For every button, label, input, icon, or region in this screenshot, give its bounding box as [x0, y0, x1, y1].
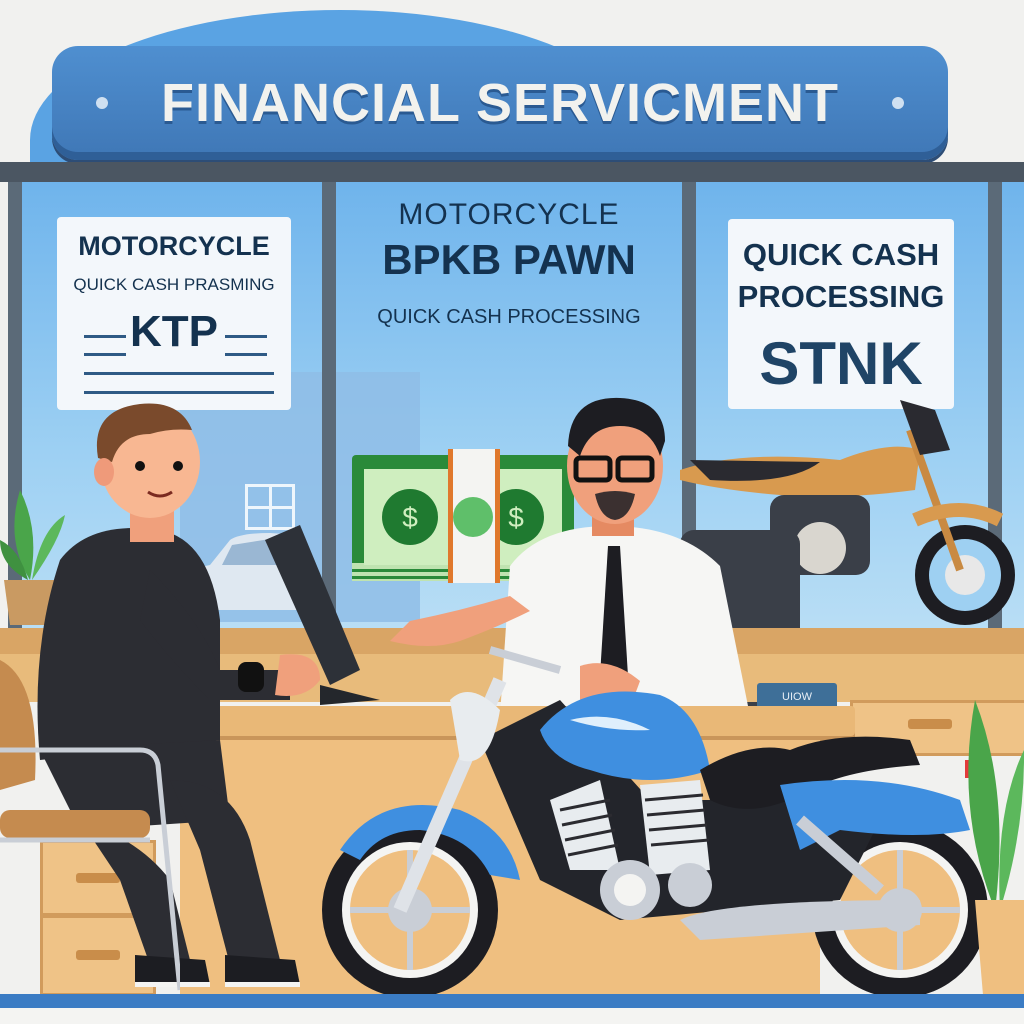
orange-motorcycle-icon	[680, 400, 1015, 625]
floor-edge	[0, 1008, 1024, 1024]
plant-icon	[968, 700, 1024, 995]
building-window	[245, 484, 295, 530]
sign-title: FINANCIAL SERVICMENT	[160, 73, 840, 133]
poster-stnk: QUICK CASH PROCESSING STNK	[728, 219, 954, 409]
poster-rule	[84, 353, 126, 356]
window-edge	[1002, 182, 1024, 632]
sign-bolt-right	[892, 97, 904, 109]
drawer-handle	[908, 719, 952, 729]
poster-stnk-line2: PROCESSING	[737, 279, 945, 314]
poster-ktp-line3: KTP	[130, 307, 218, 356]
store-sign: FINANCIAL SERVICMENT	[52, 46, 948, 160]
sign-bolt-left	[96, 97, 108, 109]
svg-text:$: $	[508, 502, 524, 533]
window-text-line2: BPKB PAWN	[382, 236, 636, 283]
poster-stnk-line3: STNK	[759, 330, 923, 397]
frame-post	[322, 182, 336, 632]
customer-chair	[0, 660, 180, 991]
poster-ktp-line2: QUICK CASH PRASMING	[73, 275, 275, 294]
storefront-beam	[0, 162, 1024, 182]
drawer-handle	[76, 873, 120, 883]
window-text-line1: MOTORCYCLE	[398, 198, 620, 231]
poster-ktp-line1: MOTORCYCLE	[78, 231, 270, 261]
drawer-handle	[76, 950, 120, 960]
poster-ktp: MOTORCYCLE QUICK CASH PRASMING KTP	[57, 217, 291, 410]
clerk-character	[390, 397, 750, 716]
poster-rule	[84, 372, 274, 375]
computer-monitor-icon	[265, 525, 380, 705]
frame-post	[682, 182, 696, 632]
customer-character	[37, 403, 320, 987]
poster-stnk-line1: QUICK CASH	[742, 237, 940, 272]
poster-rule	[84, 391, 274, 394]
blue-motorcycle-icon	[322, 646, 988, 998]
floor-strip	[0, 994, 1024, 1008]
window-text-line3: QUICK CASH PROCESSING	[377, 306, 641, 328]
svg-text:$: $	[402, 502, 418, 533]
plant-icon	[0, 490, 65, 625]
poster-rule	[225, 335, 267, 338]
poster-rule	[84, 335, 126, 338]
poster-rule	[225, 353, 267, 356]
